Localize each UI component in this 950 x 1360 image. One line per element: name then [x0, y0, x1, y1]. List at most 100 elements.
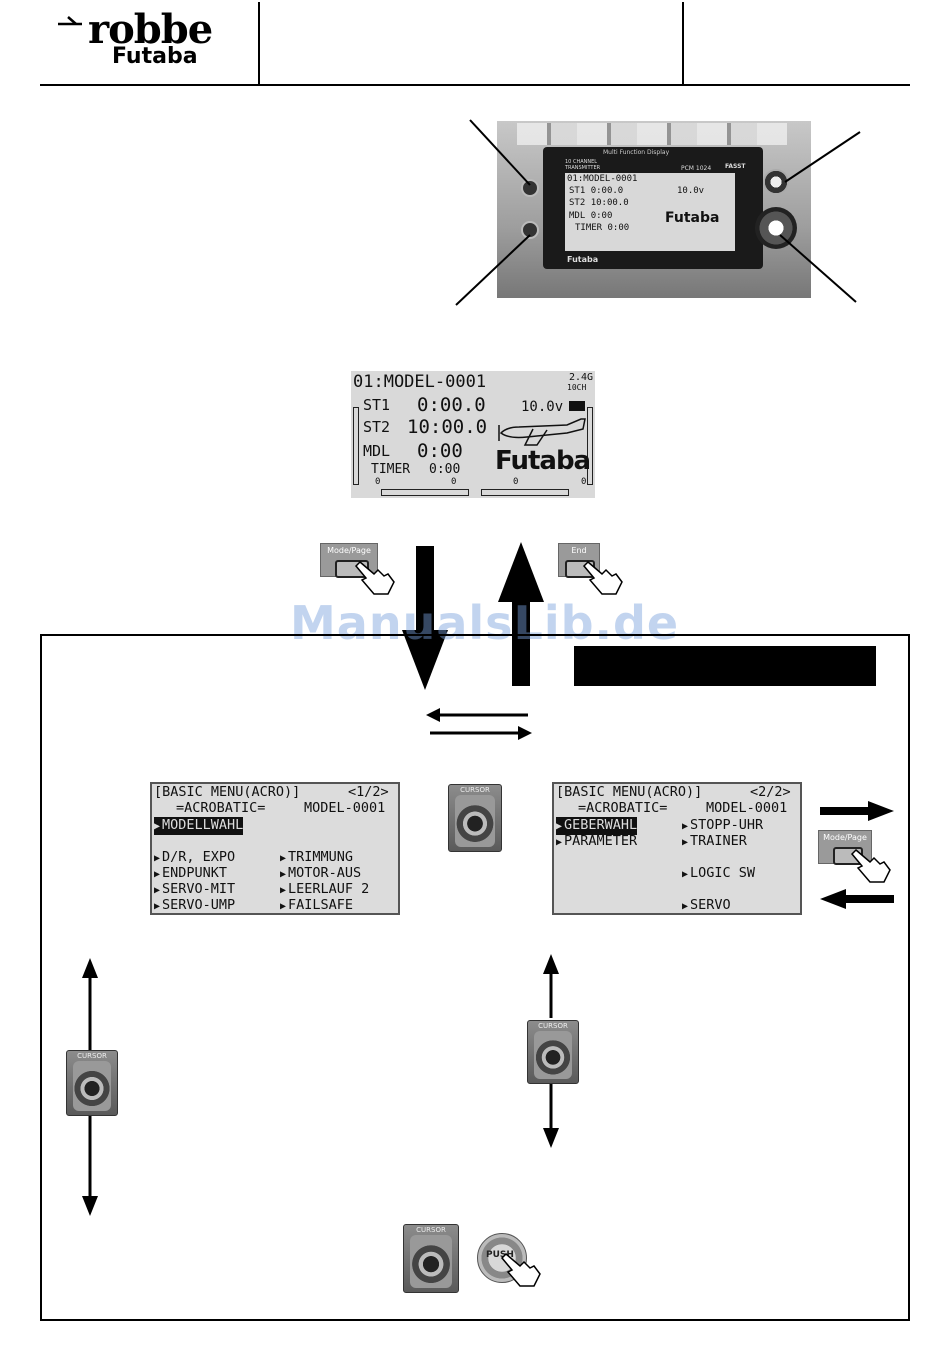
cursor-left-plate: [73, 1061, 111, 1111]
photo-top-switches: [517, 123, 787, 145]
cursor-bottom-plate: [410, 1235, 452, 1288]
photo-pcm-text: PCM 1024: [681, 165, 712, 172]
mode-page-key[interactable]: Mode/Page: [320, 543, 378, 578]
arrow-up-down-middle-icon: [543, 954, 559, 1148]
trim-mark-1: 0: [375, 477, 381, 487]
home-trim-bar-left: [381, 489, 469, 496]
menu1-item-servo-mit[interactable]: ▶SERVO-MIT: [154, 881, 236, 897]
home-right-trim-bar: [587, 407, 593, 485]
photo-channel-text: 10 CHANNEL TRANSMITTER: [565, 159, 601, 171]
mode-page-label: Mode/Page: [327, 546, 371, 555]
push-label: PUSH: [486, 1250, 514, 1260]
header-divider-left: [258, 2, 260, 84]
home-brand: Futaba: [495, 446, 591, 476]
watermark: ManualsLib.de: [290, 596, 680, 650]
menu2-model: MODEL-0001: [706, 800, 788, 816]
menu1-item-endpunkt[interactable]: ▶ENDPUNKT: [154, 865, 228, 881]
menu2-item-trainer[interactable]: ▶TRAINER: [682, 833, 747, 849]
menu2-item-stopp-uhr[interactable]: ▶STOPP-UHR: [682, 817, 764, 833]
cursor-left-label: CURSOR: [77, 1052, 107, 1060]
arrow-up-down-left-icon: [82, 958, 98, 1216]
cursor-bottom-label: CURSOR: [416, 1226, 446, 1234]
home-timer-value: 0:00: [429, 462, 461, 477]
home-st2-value: 10:00.0: [407, 416, 488, 438]
photo-button-mode: [521, 179, 539, 197]
home-channels: 10CH: [567, 383, 587, 392]
menu1-item-servo-ump[interactable]: ▶SERVO-UMP: [154, 897, 236, 913]
airplane-icon: [498, 418, 586, 446]
home-mdl-value: 0:00: [417, 440, 463, 462]
photo-dial: [755, 207, 797, 249]
cursor-stick-middle-icon[interactable]: CURSOR: [527, 1020, 579, 1084]
menu2-mode: =ACROBATIC=: [578, 800, 668, 816]
menu2-item-servo[interactable]: ▶SERVO: [682, 897, 731, 913]
home-st2-label: ST2: [363, 418, 391, 436]
menu1-item-motor-aus[interactable]: ▶MOTOR-AUS: [280, 865, 362, 881]
arrow-up-icon: [498, 542, 544, 686]
menu1-item-trimmung[interactable]: ▶TRIMMUNG: [280, 849, 354, 865]
logo-arrow-icon: [58, 16, 82, 26]
cursor-stick-icon[interactable]: CURSOR: [448, 784, 502, 852]
menu2-item-geberwahl[interactable]: ▶GEBERWAHL: [556, 817, 638, 835]
menu-frame: [40, 634, 910, 1321]
cursor-plate: [455, 795, 495, 847]
photo-lcd-mdl: MDL 0:00: [569, 211, 613, 221]
menu2-item-parameter[interactable]: ▶PARAMETER: [556, 833, 638, 849]
cursor-label: CURSOR: [460, 786, 490, 794]
home-band: 2.4G: [569, 372, 594, 383]
arrow-right-icon: [820, 801, 894, 821]
header-rule: [40, 84, 910, 86]
menu1-mode: =ACROBATIC=: [176, 800, 266, 816]
menu1-page: <1/2>: [348, 784, 389, 800]
menu1-item-leerlauf2[interactable]: ▶LEERLAUF 2: [280, 881, 370, 897]
trim-mark-2: 0: [451, 477, 457, 487]
photo-fasst-text: FASST: [725, 163, 746, 170]
basic-menu-page2: [BASIC MENU(ACRO)] <2/2> =ACROBATIC= MOD…: [552, 782, 802, 915]
trim-mark-4: 0: [581, 477, 587, 487]
home-voltage: 10.0v: [521, 399, 564, 415]
transmitter-photo: Multi Function Display 10 CHANNEL TRANSM…: [497, 121, 811, 298]
photo-lcd: 01:MODEL-0001 ST1 0:00.0 ST2 10:00.0 MDL…: [565, 173, 735, 251]
photo-lcd-timer: TIMER 0:00: [575, 223, 630, 233]
photo-button-end: [521, 221, 539, 239]
cursor-middle-label: CURSOR: [538, 1022, 568, 1030]
header-divider-right: [682, 2, 684, 84]
menu2-item-logic-sw[interactable]: ▶LOGIC SW: [682, 865, 756, 881]
hand-pointer-icon: [850, 848, 891, 883]
photo-lcd-voltage: 10.0v: [677, 186, 705, 196]
logo-futaba: Futaba: [112, 44, 198, 69]
arrow-down-icon: [402, 546, 448, 690]
hand-pointer-icon: [354, 560, 395, 595]
cursor-stick-left-icon[interactable]: CURSOR: [66, 1050, 118, 1116]
home-model: 01:MODEL-0001: [353, 372, 487, 392]
photo-lcd-st2: ST2 10:00.0: [569, 198, 629, 208]
battery-icon: [569, 401, 585, 411]
menu1-model: MODEL-0001: [304, 800, 386, 816]
home-screen-lcd: 01:MODEL-0001 2.4G 10CH ST1 0:00.0 10.0v…: [351, 371, 595, 498]
logo-robbe: robbe: [88, 6, 213, 53]
trim-mark-3: 0: [513, 477, 519, 487]
menu2-page: <2/2>: [750, 784, 791, 800]
home-timer-label: TIMER: [371, 462, 411, 477]
hand-pointer-icon: [500, 1252, 541, 1287]
mode-page-label-right: Mode/Page: [823, 833, 867, 842]
photo-lcd-brand: Futaba: [665, 210, 720, 226]
basic-menu-page1: [BASIC MENU(ACRO)] <1/2> =ACROBATIC= MOD…: [150, 782, 400, 915]
home-trim-bar-right: [481, 489, 569, 496]
cursor-stick-bottom-icon[interactable]: CURSOR: [403, 1224, 459, 1293]
photo-top-strip: Multi Function Display: [603, 149, 670, 156]
arrow-left-icon: [820, 889, 894, 909]
menu1-item-failsafe[interactable]: ▶FAILSAFE: [280, 897, 354, 913]
home-mdl-label: MDL: [363, 442, 391, 460]
photo-display: Multi Function Display 10 CHANNEL TRANSM…: [543, 147, 763, 269]
page-switch-arrows-icon: [426, 708, 532, 740]
menu1-title: [BASIC MENU(ACRO)]: [154, 784, 301, 800]
cursor-middle-plate: [534, 1031, 572, 1079]
menu1-item-dr-expo[interactable]: ▶D/R, EXPO: [154, 849, 236, 865]
home-st1-value: 0:00.0: [417, 394, 486, 416]
black-title-bar: [574, 646, 876, 686]
photo-cursor-stick: [763, 169, 789, 195]
end-label: End: [571, 546, 587, 555]
hand-pointer-icon: [582, 560, 623, 595]
menu1-item-modellwahl[interactable]: ▶MODELLWAHL: [154, 817, 244, 835]
